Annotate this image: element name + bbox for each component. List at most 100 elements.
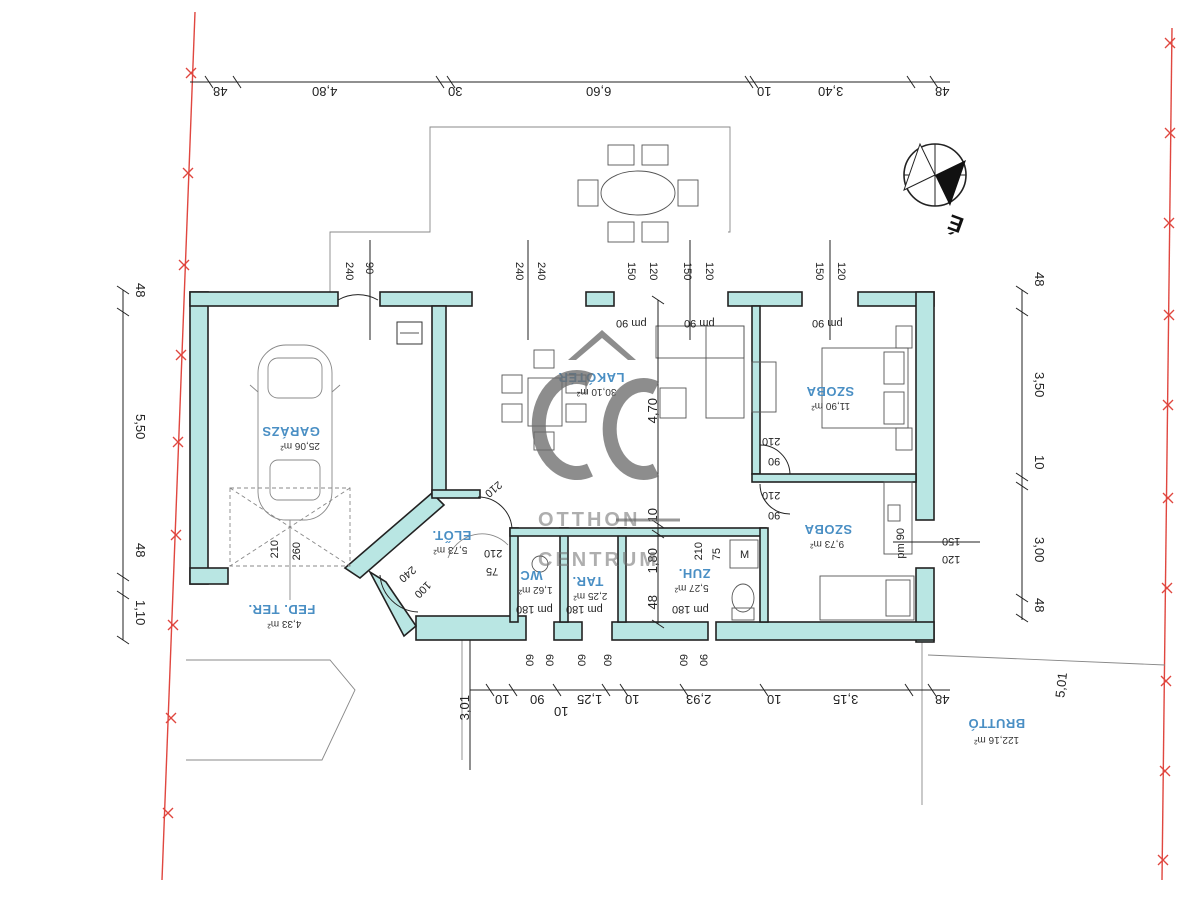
room-szoba2: SZOBA 9,73 m² bbox=[804, 522, 852, 549]
brutto-name: BRUTTÓ bbox=[968, 716, 1025, 731]
dim-text: 210 bbox=[484, 547, 502, 559]
right-dims: 48 3,50 10 3,00 48 bbox=[1032, 272, 1047, 612]
room-zuh: ZUH. 5,27 m² bbox=[674, 566, 711, 593]
dim-text: 3,01 bbox=[457, 695, 472, 720]
dim-470: 4,70 bbox=[645, 398, 660, 423]
win-150-c: 150 bbox=[813, 262, 825, 280]
dim-301: 3,01 bbox=[457, 695, 472, 720]
dim-text: 90 bbox=[768, 509, 780, 521]
door90-b: 90 bbox=[768, 509, 780, 521]
dim-180: 1,80 bbox=[645, 548, 660, 573]
inner-dim-lines bbox=[369, 240, 980, 770]
dim-text: 10 bbox=[554, 704, 568, 719]
bottom-dim-2: 10 bbox=[554, 704, 568, 719]
dim-text: 210 bbox=[693, 542, 705, 560]
top-dim-5: 3,40 bbox=[818, 84, 843, 99]
bath-210: 210 bbox=[693, 542, 705, 560]
top-dimension-line bbox=[190, 75, 950, 89]
win-120-c: 120 bbox=[835, 262, 847, 280]
dim-text: 48 bbox=[935, 692, 949, 707]
dim-text: 48 bbox=[645, 595, 660, 609]
dim-text: pm 180 bbox=[516, 603, 553, 615]
bottom-dim-3: 1,25 bbox=[577, 692, 602, 707]
door210-d: 210 bbox=[482, 478, 504, 499]
terrace-outline bbox=[186, 126, 1166, 805]
room-area: 5,27 m² bbox=[674, 582, 709, 593]
pm90-a: pm 90 bbox=[616, 317, 647, 329]
dim-text: pm 180 bbox=[566, 603, 603, 615]
dim-text: pm 90 bbox=[895, 528, 907, 559]
plot-boundary bbox=[161, 11, 1176, 881]
dim-text: pm 180 bbox=[672, 603, 709, 615]
sz2-pm90: pm 90 bbox=[895, 528, 907, 559]
room-area: 9,73 m² bbox=[810, 538, 845, 549]
bed-icon bbox=[821, 325, 913, 451]
door-swings bbox=[337, 294, 791, 613]
bottom-dim-4: 10 bbox=[625, 692, 639, 707]
dim-text: 75 bbox=[486, 565, 498, 577]
dim-text: 48 bbox=[213, 84, 227, 99]
brutto-area: 122,16 m² bbox=[973, 734, 1019, 745]
toilet-icon bbox=[731, 583, 755, 621]
pm180-a: pm 180 bbox=[516, 603, 553, 615]
right-dim-0: 48 bbox=[1032, 272, 1047, 286]
single-bed-icon bbox=[819, 481, 915, 621]
north-label: É bbox=[944, 209, 966, 238]
dim-text: 100 bbox=[412, 579, 433, 600]
north-arrow-icon bbox=[903, 142, 967, 207]
door240-a: 240 bbox=[396, 563, 418, 584]
left-dims: 48 5,50 48 1,10 bbox=[133, 283, 148, 625]
door90-a: 90 bbox=[768, 455, 780, 467]
win-240-c: 240 bbox=[535, 262, 547, 280]
bottom-dim-6: 10 bbox=[767, 692, 781, 707]
window-dims: 240 90 240 240 150 120 150 120 150 120 bbox=[343, 262, 847, 280]
pm90-c: pm 90 bbox=[812, 317, 843, 329]
win-120-b: 120 bbox=[703, 262, 715, 280]
room-area: 2,25 m² bbox=[573, 590, 608, 601]
room-name: SZOBA bbox=[806, 384, 854, 399]
dim-text: 1,25 bbox=[577, 692, 602, 707]
win-240-a: 240 bbox=[343, 262, 355, 280]
pm180-c: pm 180 bbox=[672, 603, 709, 615]
gar-260: 260 bbox=[291, 542, 303, 560]
win-240-b: 240 bbox=[513, 262, 525, 280]
right-dimension-line bbox=[1015, 285, 1029, 623]
sz2-150: 150 bbox=[942, 535, 960, 547]
bottom-60s: 60 60 60 60 60 90 bbox=[523, 654, 709, 666]
watermark-line1: OTTHON bbox=[538, 509, 640, 531]
pm180-b: pm 180 bbox=[566, 603, 603, 615]
left-dim-1: 5,50 bbox=[133, 414, 148, 439]
dim-text: 5,01 bbox=[1052, 672, 1070, 699]
dim-text: 210 bbox=[482, 478, 504, 499]
room-name: ZUH. bbox=[678, 566, 710, 581]
dim-text: pm 90 bbox=[684, 317, 715, 329]
room-wc: WC 1,62 m² bbox=[518, 568, 553, 595]
room-fedter: FED. TER. 4,33 m² bbox=[248, 602, 315, 629]
top-dim-6: 48 bbox=[935, 84, 949, 99]
room-tar: TAR. 2,25 m² bbox=[572, 574, 607, 601]
right-dim-1: 3,50 bbox=[1032, 372, 1047, 397]
win-150-b: 150 bbox=[681, 262, 693, 280]
left-dim-2: 48 bbox=[133, 543, 148, 557]
bottom-dim-8: 48 bbox=[935, 692, 949, 707]
win-120-a: 120 bbox=[647, 262, 659, 280]
room-name: GARÁZS bbox=[262, 424, 320, 439]
dim-501: 5,01 bbox=[1052, 672, 1070, 699]
gar-210: 210 bbox=[269, 540, 281, 558]
right-dim-2: 10 bbox=[1032, 455, 1047, 469]
walls bbox=[189, 291, 935, 643]
dim-text: 4,70 bbox=[645, 398, 660, 423]
dim-text: 150 bbox=[942, 535, 960, 547]
b60-3: 60 bbox=[575, 654, 587, 666]
room-area: 5,73 m² bbox=[433, 544, 468, 555]
room-szoba1: SZOBA 11,90 m² bbox=[806, 384, 854, 411]
shower-label: M bbox=[740, 549, 749, 561]
room-name: WC bbox=[520, 568, 543, 583]
bottom-dim-0: 10 bbox=[495, 692, 509, 707]
bottom-dimension-line bbox=[470, 683, 950, 697]
dim-text: 10 bbox=[757, 84, 771, 99]
room-area: 30,10 m² bbox=[576, 386, 616, 397]
dim-48-inner: 48 bbox=[645, 595, 660, 609]
watermark-logo: OTTHON CENTRUM bbox=[531, 330, 680, 571]
